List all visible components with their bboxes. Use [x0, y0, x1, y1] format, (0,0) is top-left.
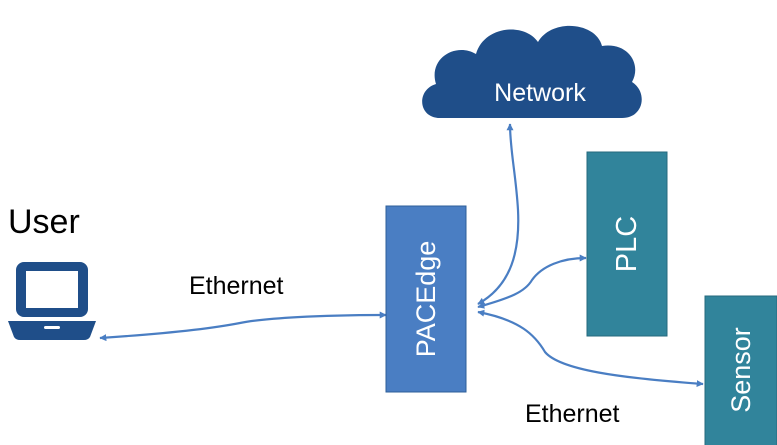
- sensor-node: Sensor: [704, 295, 777, 445]
- connector-user-pacedge: [99, 311, 387, 342]
- sensor-label: Sensor: [726, 327, 756, 413]
- user-label: User: [8, 203, 80, 241]
- pacedge-label: PACEdge: [411, 241, 441, 358]
- connector-pacedge-plc: [477, 254, 587, 309]
- ethernet-label-left: Ethernet: [189, 272, 284, 300]
- pacedge-node: PACEdge: [385, 205, 467, 393]
- laptop-icon: [8, 262, 96, 340]
- connector-pacedge-network: [477, 123, 520, 305]
- network-cloud: Network: [422, 25, 642, 118]
- network-label: Network: [494, 79, 586, 107]
- cloud-icon: [422, 25, 642, 118]
- plc-node: PLC: [586, 151, 668, 337]
- connector-pacedge-sensor: [477, 309, 704, 388]
- ethernet-label-bottom: Ethernet: [525, 400, 620, 428]
- plc-label: PLC: [611, 216, 643, 272]
